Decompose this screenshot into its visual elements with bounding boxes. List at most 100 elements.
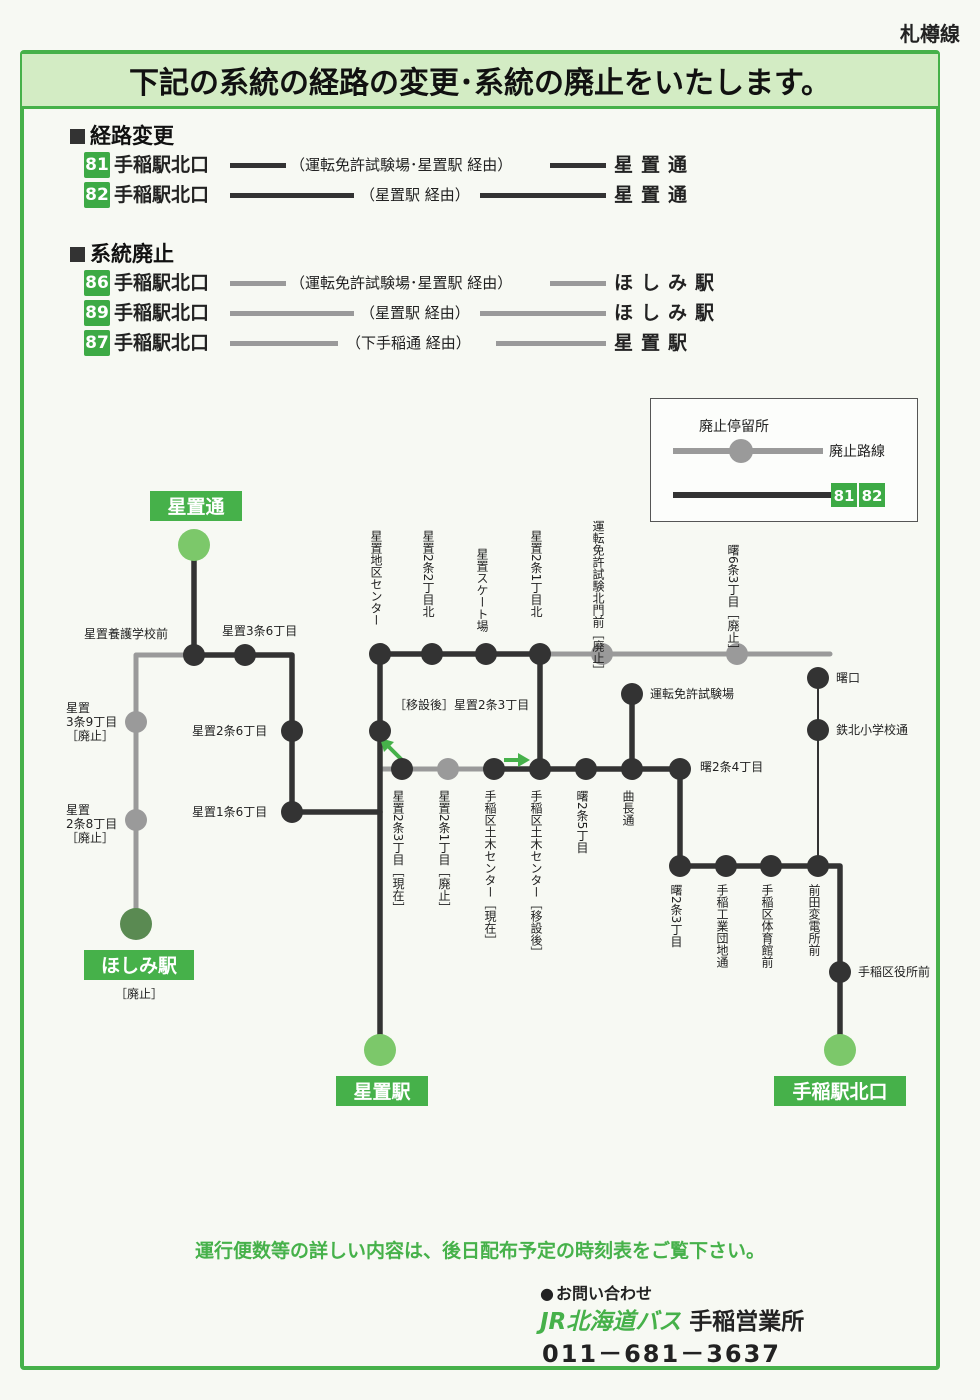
terminal-label-box — [150, 491, 242, 521]
stop-label: 前田変電所前 — [807, 883, 821, 956]
stop-label: 星置2条2丁目北 — [421, 530, 435, 618]
route-destination: 星置駅 — [614, 332, 696, 354]
company-brand: JR北海道バス — [540, 1309, 682, 1335]
phone-number[interactable]: 011－681－3637 — [542, 1340, 781, 1368]
route-origin: 手稲駅北口 — [114, 332, 210, 354]
stop-label: 星置養護学校前 — [84, 626, 168, 641]
legend-abolished-route-label: 廃止路線 — [829, 443, 885, 460]
stop-labels-vertical: 星置地区センター 星置2条2丁目北 星置スケート場 星置2条1丁目北 運転免許試… — [369, 520, 821, 968]
abolished-stop-marker — [437, 758, 459, 780]
route-number-badge: 82 — [84, 182, 110, 208]
legend-route-badge — [859, 483, 885, 507]
route-via: （星置駅 経由） — [360, 186, 470, 204]
legend-route-number: 82 — [862, 487, 883, 505]
stop-label: 曙6条3丁目［廃止］ — [726, 544, 740, 656]
terminal-hoshioki-station: 星置駅 — [353, 1081, 411, 1103]
stop-marker — [575, 758, 597, 780]
route-number-badge: 81 — [84, 152, 110, 178]
terminal-marker — [364, 1034, 396, 1066]
stop-marker — [621, 758, 643, 780]
stop-label: 曙2条3丁目 — [669, 884, 683, 948]
stop-marker — [369, 643, 391, 665]
route-origin: 手稲駅北口 — [114, 184, 210, 206]
stop-label: 星置2条6丁目 — [192, 724, 267, 738]
route-destination: ほしみ駅 — [614, 272, 723, 294]
abolished-line-segment — [496, 341, 606, 346]
stop-marker — [715, 855, 737, 877]
route-destination: 星置通 — [614, 184, 696, 206]
company-name: JR北海道バス 手稲営業所 — [540, 1302, 804, 1336]
stop-marker — [234, 644, 256, 666]
abolished-stop-marker — [726, 643, 748, 665]
legend-route-badge — [831, 483, 857, 507]
stop-marker — [807, 855, 829, 877]
abolished-line-segment — [230, 281, 286, 286]
stop-label: 手稲区土木センター［現在］ — [483, 790, 497, 946]
stop-label: 星置地区センター — [369, 530, 383, 626]
route-number-badge: 87 — [84, 330, 110, 356]
legend-route-number: 81 — [834, 487, 855, 505]
abolished-stop-marker — [125, 809, 147, 831]
route-via: （運転免許試験場･星置駅 経由） — [290, 274, 513, 292]
abolished-stop-marker — [591, 643, 613, 665]
active-routes — [191, 542, 843, 1053]
route-via: （運転免許試験場･星置駅 経由） — [290, 156, 513, 174]
route-map: 星置通 ほしみ駅 ［廃止］ 星置駅 手稲駅北口 星置養護学校前 星置3条6丁目 … — [66, 491, 930, 1106]
arrow-icon — [518, 753, 530, 767]
route-via: （星置駅 経由） — [360, 304, 470, 322]
stop-label: 曙口 — [836, 671, 860, 685]
stop-marker — [281, 801, 303, 823]
abolished-line-segment — [480, 311, 606, 316]
route-destination: ほしみ駅 — [614, 302, 723, 324]
terminal-hoshiokidori: 星置通 — [167, 496, 225, 518]
terminal-hoshimi-note: ［廃止］ — [115, 986, 163, 1001]
terminal-hoshimi: ほしみ駅 — [101, 955, 178, 977]
stop-marker — [807, 667, 829, 689]
terminal-teine-kitaguchi: 手稲駅北口 — [792, 1080, 887, 1103]
stop-markers — [125, 643, 851, 983]
route-destination: 星置通 — [614, 154, 696, 176]
stop-label: 星置1条6丁目 — [192, 805, 267, 819]
terminal-label-box — [336, 1076, 428, 1106]
terminal-marker — [178, 529, 210, 561]
abolished-stop-marker — [125, 711, 147, 733]
stop-label: 星置2条1丁目北 — [529, 530, 543, 618]
stop-label: 鉄北小学校通 — [836, 722, 908, 737]
stop-label: 星置スケート場 — [475, 548, 489, 633]
stop-marker — [475, 643, 497, 665]
stop-label: ［移設後］星置2条3丁目 — [394, 697, 529, 712]
stop-label: 手稲区体育館前 — [760, 884, 774, 968]
section-abolition-title: 系統廃止 — [70, 238, 174, 268]
relocation-arrows — [380, 738, 530, 767]
legend-graphic: 廃止停留所 廃止路線 81 82 — [673, 418, 885, 507]
terminal-marker — [120, 908, 152, 940]
route-line-segment — [550, 163, 606, 168]
section-route-change-title: 経路変更 — [70, 120, 174, 150]
abolished-line-segment — [230, 341, 338, 346]
stop-marker — [829, 961, 851, 983]
route-line-segment — [230, 193, 354, 198]
stop-marker — [183, 644, 205, 666]
stop-label: 曙2条4丁目 — [700, 760, 763, 774]
arrow-icon — [380, 738, 394, 752]
stop-marker — [391, 758, 413, 780]
map-legend: 廃止停留所 廃止路線 81 82 — [650, 398, 918, 522]
line-name: 札樽線 — [900, 22, 960, 46]
company-office: 手稲営業所 — [689, 1309, 805, 1335]
stop-label: 星置2条3丁目［現在］ — [391, 790, 405, 914]
footer-note: 運行便数等の詳しい内容は、後日配布予定の時刻表をご覧下さい。 — [194, 1240, 765, 1262]
stop-label: 運転免許試験場 — [650, 686, 734, 701]
stop-marker — [669, 758, 691, 780]
abolished-route-hoshimi — [133, 652, 197, 927]
stop-marker — [421, 643, 443, 665]
stop-marker — [281, 720, 303, 742]
stop-marker — [760, 855, 782, 877]
route-via: （下手稲通 経由） — [346, 334, 471, 352]
stop-label: 曲長通 — [621, 790, 635, 826]
stop-marker — [529, 758, 551, 780]
headline: 下記の系統の経路の変更･系統の廃止をいたします。 — [22, 54, 938, 109]
stop-label: 手稲工業団地通 — [715, 884, 729, 968]
